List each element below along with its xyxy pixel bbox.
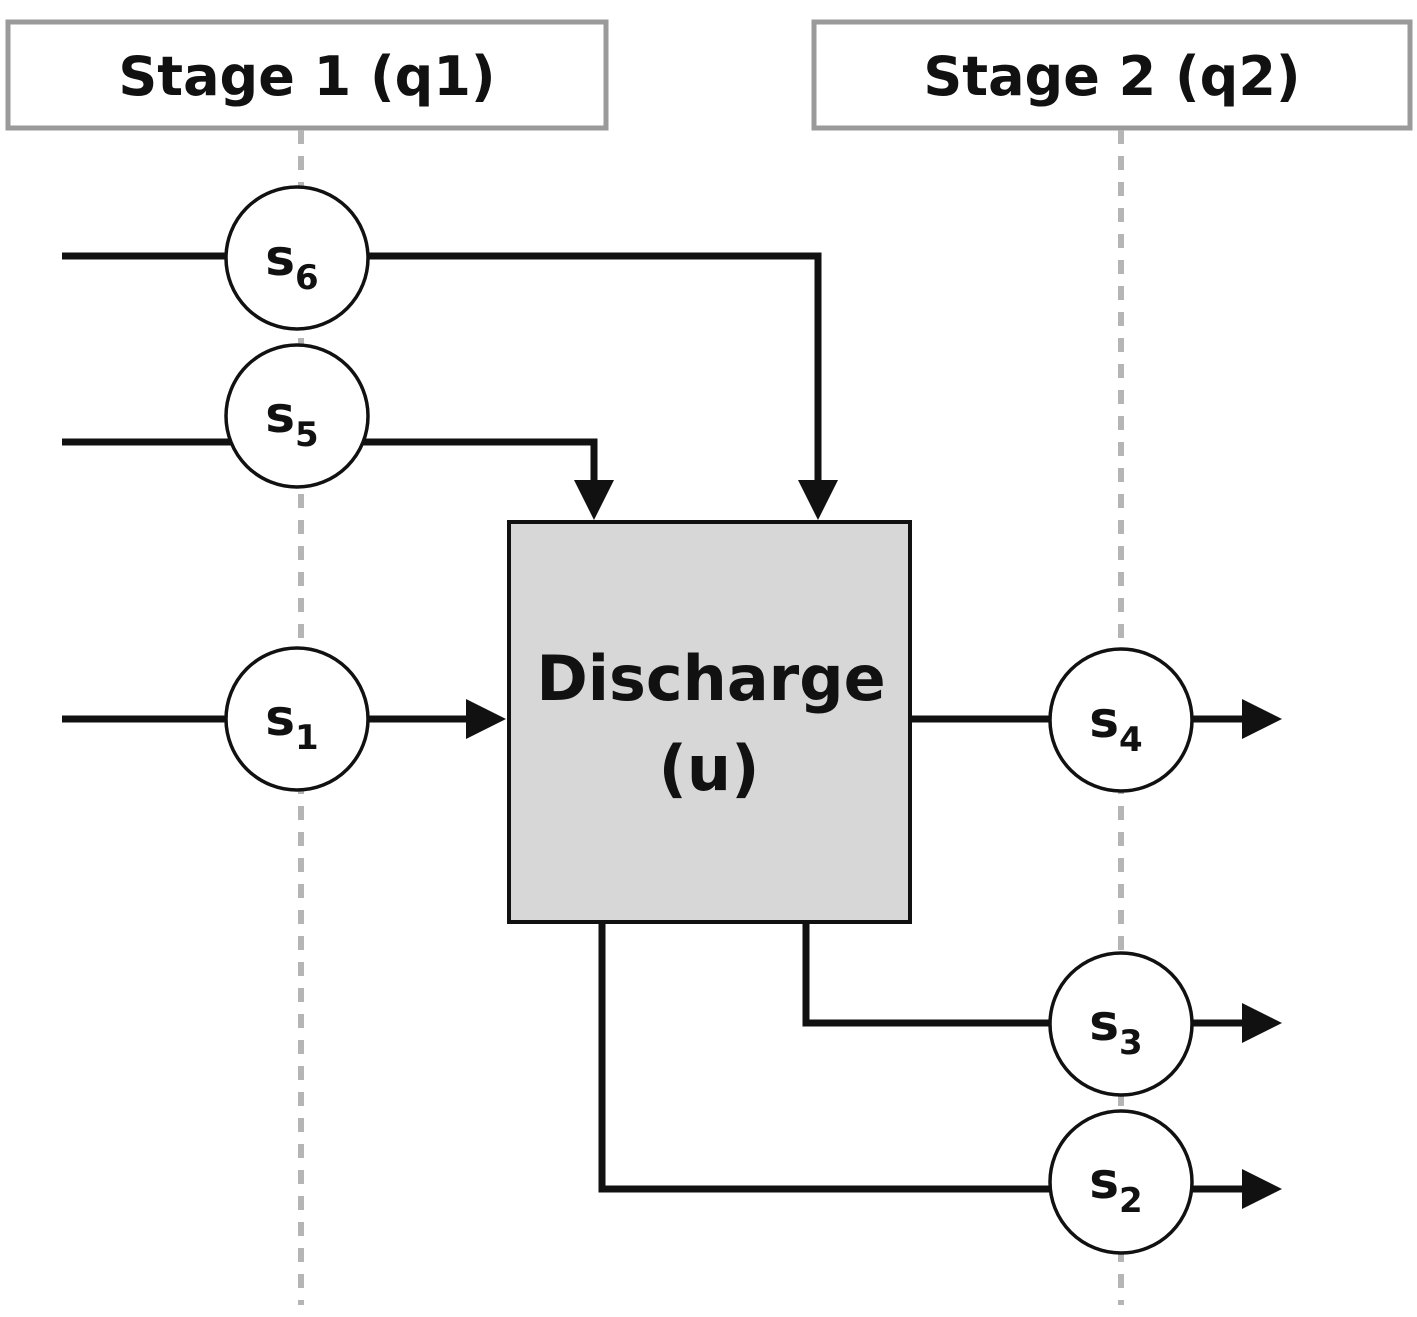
node-s2-sub: 2 (1119, 1181, 1143, 1221)
node-s6: s6 (224, 185, 370, 331)
svg-text:s3: s3 (1089, 994, 1142, 1063)
stream-s3-arrowhead (1242, 1003, 1282, 1043)
svg-text:s1: s1 (265, 689, 318, 758)
node-s6-base: s (265, 229, 295, 287)
node-s5-sub: 5 (295, 415, 319, 455)
stream-s5-arrowhead (574, 480, 614, 520)
stream-s6-line (62, 252, 822, 488)
stream-s4-arrowhead (1242, 699, 1282, 739)
node-s2-base: s (1089, 1152, 1119, 1210)
node-s1: s1 (224, 646, 370, 792)
node-s2: s2 (1048, 1109, 1194, 1255)
node-s5-base: s (265, 386, 295, 444)
node-s5: s5 (224, 343, 370, 489)
stream-s1-arrowhead (466, 699, 506, 739)
node-s4: s4 (1048, 647, 1194, 793)
node-s1-base: s (265, 689, 295, 747)
node-s6-sub: 6 (295, 258, 319, 298)
node-s4-base: s (1089, 691, 1119, 749)
node-s1-sub: 1 (295, 718, 319, 758)
stage-2-label: Stage 2 (q2) (923, 45, 1300, 108)
discharge-symbol: (u) (659, 732, 760, 805)
stream-s2-arrowhead (1242, 1169, 1282, 1209)
stream-s2-line (598, 922, 1250, 1193)
discharge-block: Discharge (u) (507, 520, 912, 924)
svg-text:s5: s5 (265, 386, 318, 455)
stream-s6-arrowhead (798, 480, 838, 520)
node-s3-sub: 3 (1119, 1023, 1143, 1063)
stage-1-header: Stage 1 (q1) (5, 19, 609, 131)
svg-text:s4: s4 (1089, 691, 1142, 760)
stage-2-header: Stage 2 (q2) (811, 19, 1413, 131)
node-s3: s3 (1048, 951, 1194, 1097)
node-s3-base: s (1089, 994, 1119, 1052)
node-s4-sub: 4 (1119, 720, 1143, 760)
svg-text:s2: s2 (1089, 1152, 1142, 1221)
stage-1-label: Stage 1 (q1) (118, 45, 495, 108)
discharge-label: Discharge (536, 642, 885, 715)
svg-text:s6: s6 (265, 229, 318, 298)
